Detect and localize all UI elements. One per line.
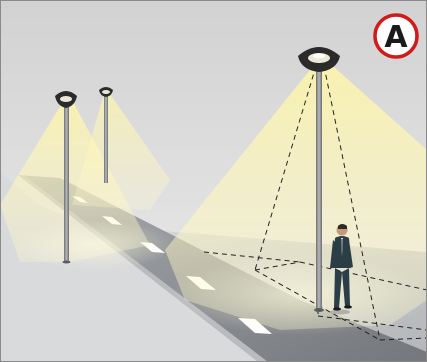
- streetlight-icon: [298, 47, 340, 312]
- far-lamp-beams: [0, 94, 175, 270]
- streetlight-icon: [99, 87, 113, 183]
- badge-letter: A: [384, 20, 408, 55]
- badge-circle: [373, 13, 419, 59]
- streetlight-icon: [55, 91, 77, 264]
- pedestrian-icon: [330, 224, 353, 315]
- near-lamp-beam: [165, 60, 427, 335]
- section-badge: A: [373, 13, 419, 59]
